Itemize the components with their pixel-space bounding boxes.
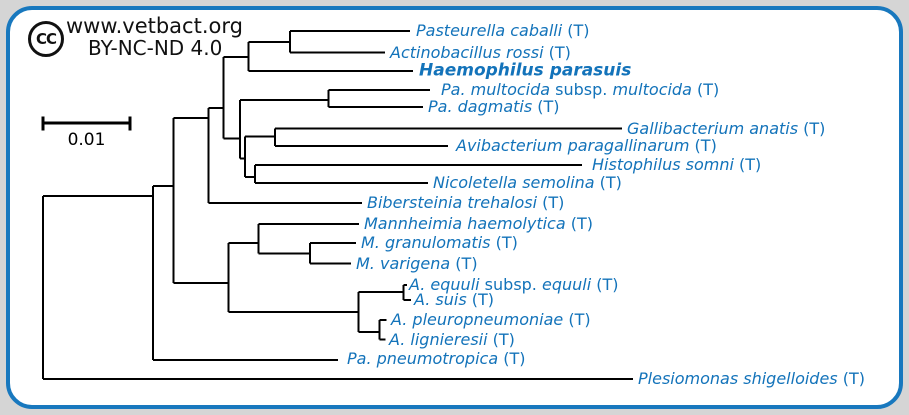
leaf-label-pa-pneumotropica: Pa. pneumotropica (T) [347, 349, 526, 369]
leaf-label-mannheimia-haemolytica: Mannheimia haemolytica (T) [364, 214, 593, 234]
cc-license-icon: CC [28, 21, 64, 57]
leaf-label-gallibacterium-anatis: Gallibacterium anatis (T) [627, 118, 826, 138]
leaf-label-histophilus-somni: Histophilus somni (T) [592, 155, 762, 175]
site-title: www.vetbact.org [66, 14, 243, 38]
leaf-label-m-granulomatis: M. granulomatis (T) [361, 233, 518, 253]
leaf-label-a-lignieresii: A. lignieresii (T) [389, 329, 515, 349]
leaf-label-pa-multocida-subsp-multocida: Pa. multocida subsp. multocida (T) [441, 80, 720, 100]
license-text: BY-NC-ND 4.0 [88, 36, 223, 60]
scale-bar-label: 0.01 [67, 130, 106, 150]
leaf-label-a-equuli-subsp-equuli: A. equuli subsp. equuli (T) [409, 275, 619, 295]
leaf-label-pasteurella-caballi: Pasteurella caballi (T) [416, 21, 590, 41]
leaf-label-m-varigena: M. varigena (T) [356, 253, 478, 273]
leaf-label-nicoletella-semolina: Nicoletella semolina (T) [433, 173, 622, 193]
leaf-label-a-pleuropneumoniae: A. pleuropneumoniae (T) [391, 310, 591, 330]
leaf-label-actinobacillus-rossi: Actinobacillus rossi (T) [390, 42, 571, 62]
leaf-label-avibacterium-paragallinarum: Avibacterium paragallinarum (T) [456, 136, 717, 156]
leaf-label-a-suis: A. suis (T) [414, 290, 495, 310]
leaf-label-bibersteinia-trehalosi: Bibersteinia trehalosi (T) [367, 193, 565, 213]
figure-frame [6, 6, 903, 409]
leaf-label-plesiomonas-shigelloides: Plesiomonas shigelloides (T) [638, 369, 865, 389]
leaf-label-pa-dagmatis: Pa. dagmatis (T) [428, 97, 560, 117]
leaf-label-haemophilus-parasuis: Haemophilus parasuis [419, 60, 632, 81]
